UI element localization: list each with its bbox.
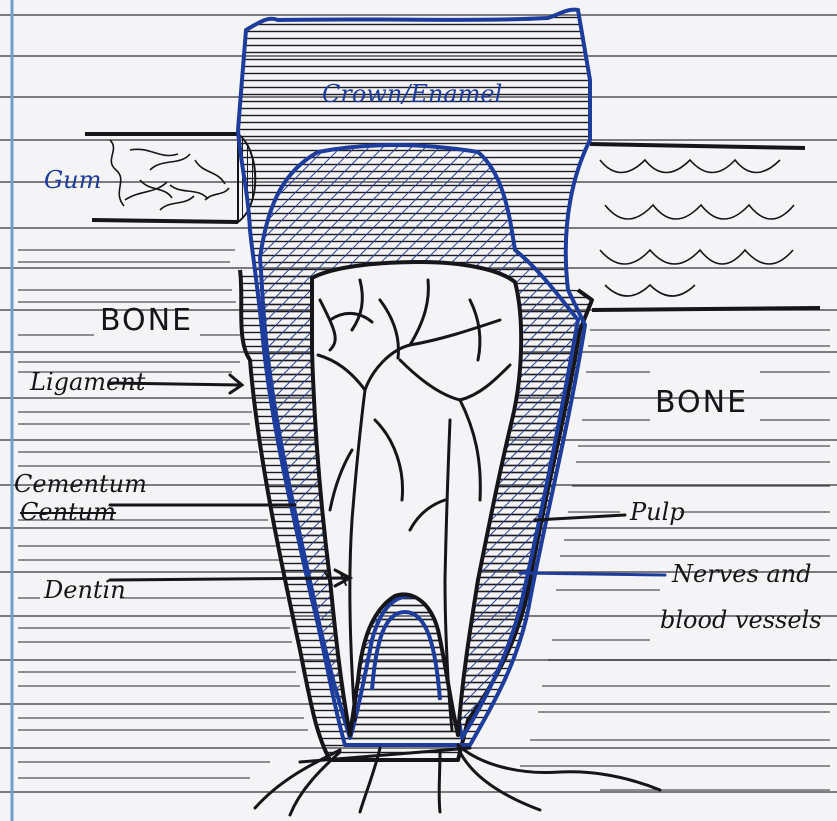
nerves-label-line2: blood vessels	[660, 608, 822, 632]
dentin-label: Dentin	[44, 578, 126, 602]
gum-label: Gum	[44, 168, 101, 192]
gum-left	[85, 134, 255, 222]
crown-enamel-label: Crown/Enamel	[322, 82, 502, 106]
ligament-label: Ligament	[30, 370, 145, 394]
cementum-label: Cementum	[14, 472, 147, 496]
pulp-label: Pulp	[630, 500, 685, 524]
bone-right-label: BONE	[655, 388, 748, 418]
nerves-label-line1: Nerves and	[672, 562, 812, 586]
cementum-struck-label: Centum	[20, 500, 116, 524]
gum-right	[590, 144, 820, 310]
bone-left-label: BONE	[100, 306, 193, 336]
